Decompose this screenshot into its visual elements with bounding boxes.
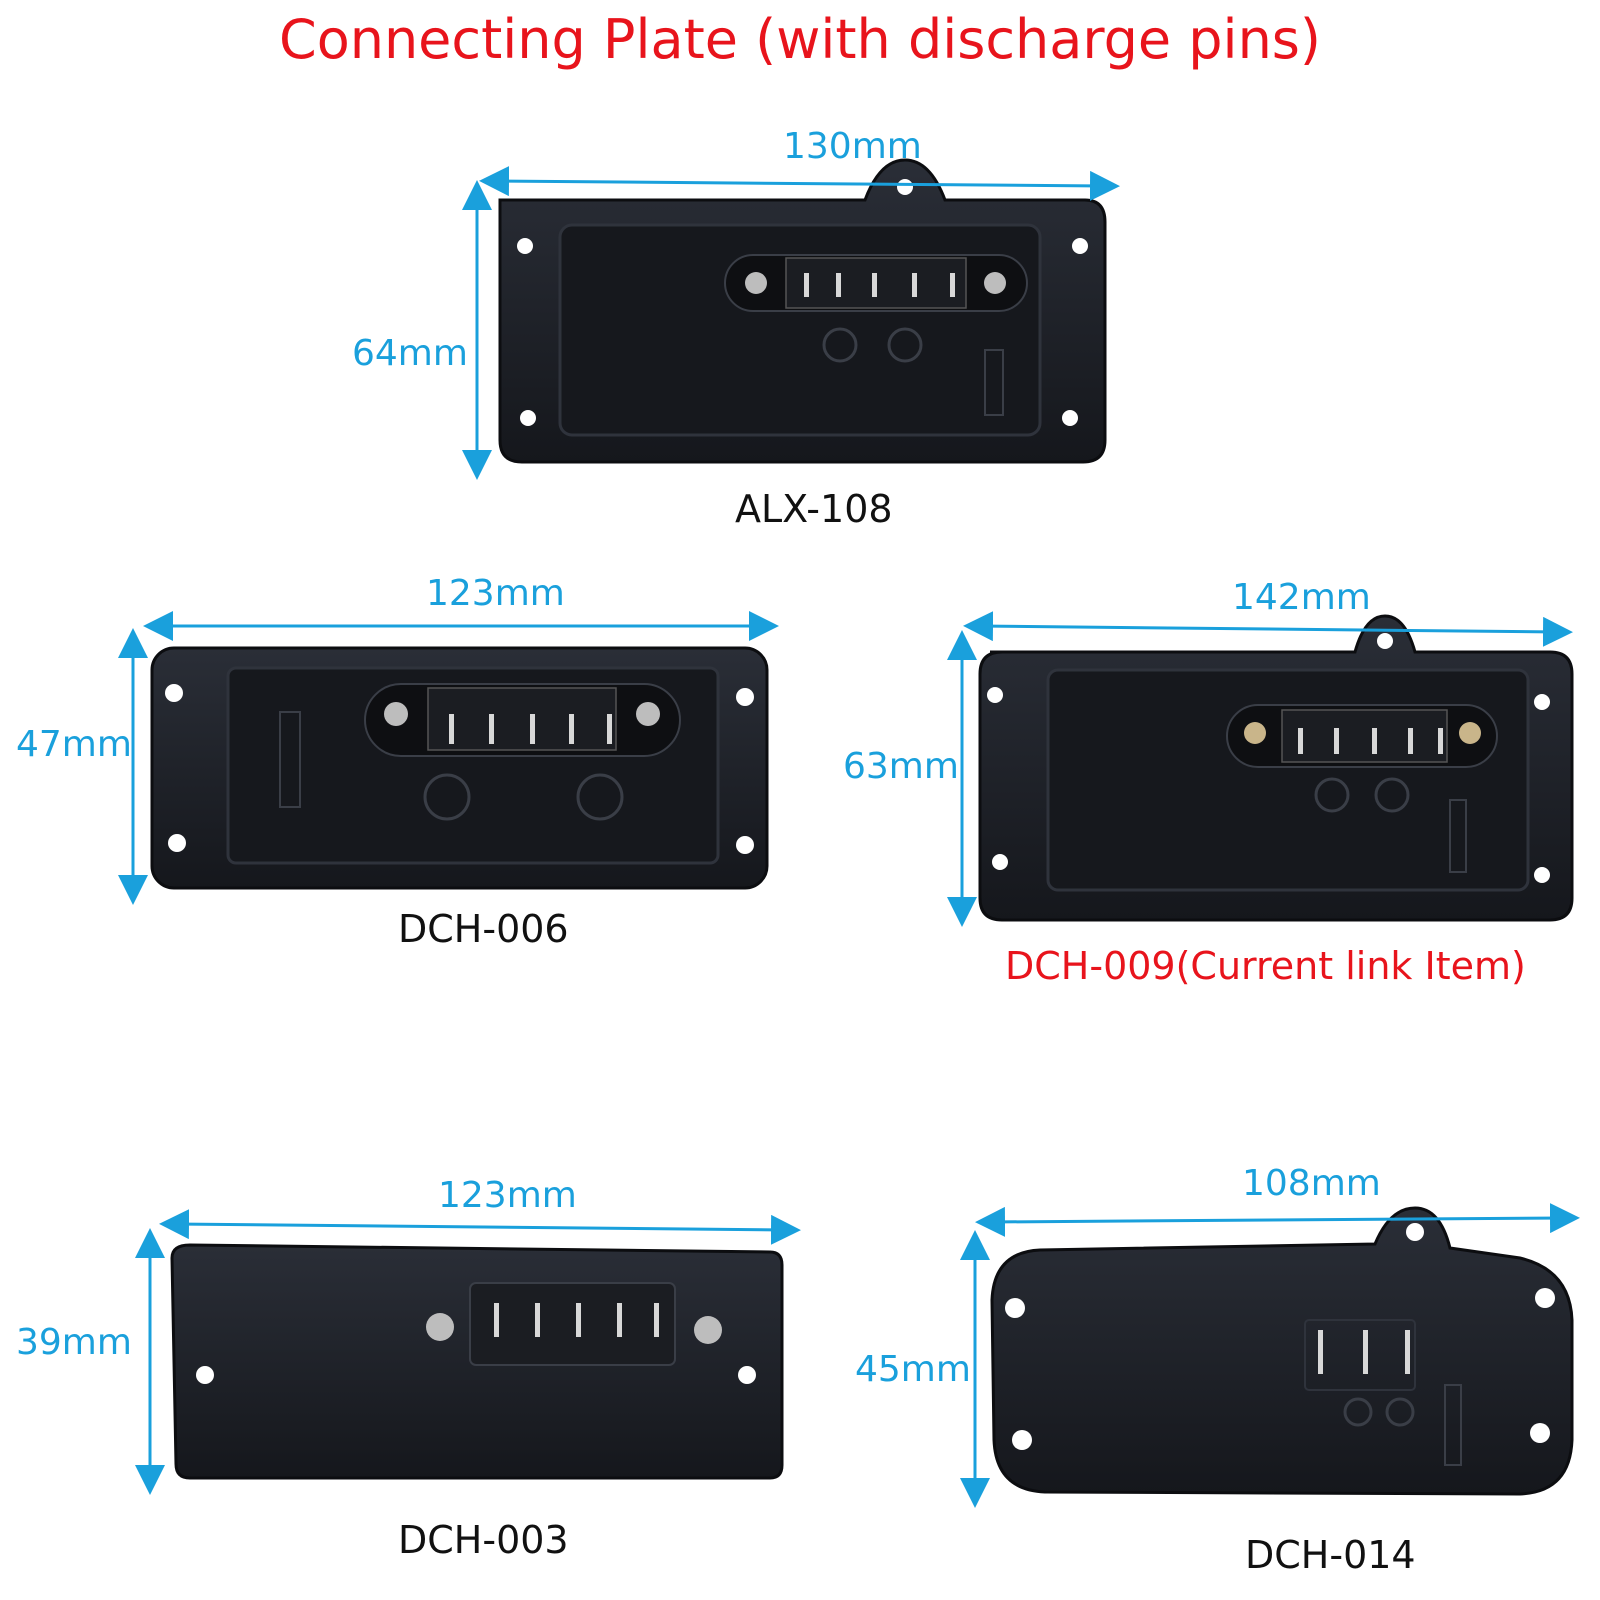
dch-003-width-label: 123mm — [438, 1175, 577, 1216]
plate-dch-006 — [150, 646, 769, 890]
dch-006-model-label: DCH-006 — [398, 907, 569, 951]
dch-003-model-label: DCH-003 — [398, 1518, 569, 1562]
dch-009-height-label: 63mm — [843, 746, 959, 787]
alx-108-height-label: 64mm — [352, 333, 468, 374]
dch-009-model-label[interactable]: DCH-009(Current link Item) — [1005, 944, 1526, 988]
dch-014-model-label: DCH-014 — [1245, 1533, 1416, 1577]
alx-108-model-label: ALX-108 — [735, 487, 893, 531]
plate-alx-108 — [498, 158, 1107, 464]
page-title: Connecting Plate (with discharge pins) — [278, 8, 1321, 71]
plate-dch-009 — [978, 614, 1574, 922]
dch-009-width-label: 142mm — [1232, 577, 1371, 618]
alx-108-width-label: 130mm — [783, 126, 922, 167]
dch-014-width-label: 108mm — [1242, 1163, 1381, 1204]
plate-dch-003 — [170, 1243, 784, 1480]
dch-003-height-label: 39mm — [16, 1322, 132, 1363]
dch-006-width-label: 123mm — [426, 573, 565, 614]
dch-014-height-label: 45mm — [855, 1349, 971, 1390]
dch-006-height-label: 47mm — [16, 724, 132, 765]
plate-dch-014 — [990, 1206, 1574, 1496]
